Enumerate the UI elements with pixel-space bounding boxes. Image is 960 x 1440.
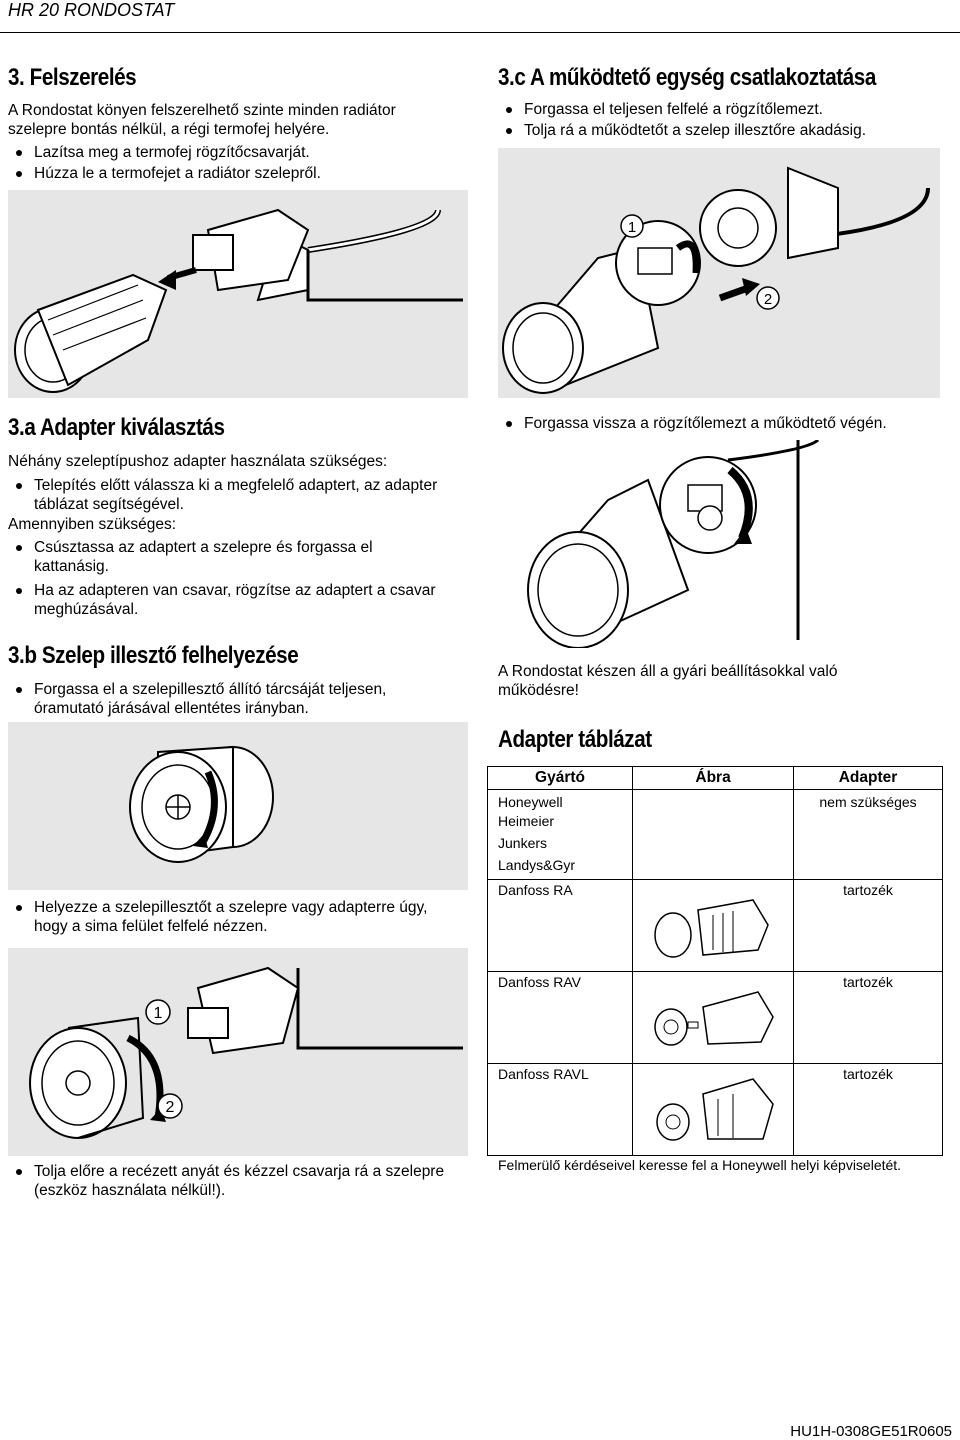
maker-cell: Heimeier	[486, 812, 634, 835]
danfoss-ravl-figure	[656, 1078, 774, 1141]
bullet-item: Húzza le a termofejet a radiátor szelepr…	[8, 164, 448, 183]
callout-1-circle	[620, 214, 644, 238]
section-3a-title: 3.a Adapter kiválasztás	[8, 414, 225, 441]
section-3c-bullets-1: Forgassa el teljesen felfelé a rögzítőle…	[498, 100, 948, 145]
adapter-cell: tartozék	[793, 1063, 943, 1156]
col-header-adapter: Adapter	[793, 766, 943, 790]
section-3a-p1: Néhány szeleptípushoz adapter használata…	[8, 453, 388, 470]
adapter-cell: tartozék	[793, 971, 943, 1064]
bullet-item: Csúsztassa az adaptert a szelepre és for…	[8, 538, 448, 576]
section-3-bullets: Lazítsa meg a termofej rögzítőcsavarját.…	[8, 143, 448, 188]
callout-2-circle	[756, 286, 780, 310]
callout-1-circle	[145, 999, 171, 1025]
maker-cell: Danfoss RAV	[486, 971, 634, 1064]
figure-remove-thermohead	[8, 190, 468, 398]
section-3b-title: 3.b Szelep illesztő felhelyezése	[8, 642, 299, 669]
callout-2-label: 2	[166, 1099, 175, 1116]
figure-attach-actuator: 1 2	[498, 148, 940, 398]
bullet-item: Forgassa vissza a rögzítőlemezt a működt…	[498, 414, 948, 433]
section-3b-bullets-2: Helyezze a szelepillesztőt a szelepre va…	[8, 898, 463, 941]
table-row: Junkers	[486, 834, 943, 857]
section-3b-bullets-3: Tolja előre a recézett anyát és kézzel c…	[8, 1162, 458, 1205]
figure-lock-plate	[498, 440, 940, 648]
table-row: Landys&Gyr	[486, 856, 943, 880]
figure-cell	[632, 789, 795, 813]
bullet-item: Helyezze a szelepillesztőt a szelepre va…	[8, 898, 463, 936]
figure-cell	[632, 834, 795, 857]
figure-valve-adapter-rotate	[8, 722, 468, 890]
adapter-cell: nem szükséges	[793, 789, 943, 813]
bullet-item: Tolja előre a recézett anyát és kézzel c…	[8, 1162, 458, 1200]
table-row: Heimeier	[486, 812, 943, 835]
adapter-cell	[793, 812, 943, 835]
callout-1-label: 1	[154, 1005, 163, 1022]
adapter-cell	[793, 856, 943, 880]
maker-cell: Danfoss RAVL	[486, 1063, 634, 1156]
bullet-item: Ha az adapteren van csavar, rögzítse az …	[8, 581, 448, 619]
section-3c-title: 3.c A működtető egység csatlakoztatása	[498, 64, 876, 91]
section-3a-p2: Amennyiben szükséges:	[8, 516, 177, 533]
figure-cell	[632, 971, 795, 1064]
attach-actuator-illustration: 1 2	[502, 166, 930, 394]
tighten-nut-illustration: 1 2	[29, 966, 463, 1139]
col-header-figure: Ábra	[632, 766, 795, 790]
adapter-table: Gyártó Ábra Adapter Honeywell nem szüksé…	[486, 766, 943, 1156]
maker-cell: Danfoss RA	[486, 879, 634, 972]
figure-tighten-nut: 1 2	[8, 948, 468, 1156]
valve-adapter-illustration	[129, 745, 274, 863]
figure-cell	[632, 1063, 795, 1156]
table-row: Danfoss RAVL tartozék	[486, 1063, 943, 1156]
bullet-item: Telepítés előtt válassza ki a megfelelő …	[8, 476, 448, 514]
thermohead-illustration	[14, 208, 463, 393]
figure-cell	[632, 879, 795, 972]
callout-2-circle	[157, 1093, 183, 1119]
table-row: Honeywell nem szükséges	[486, 789, 943, 813]
adapter-cell: tartozék	[793, 879, 943, 972]
bullet-item: Lazítsa meg a termofej rögzítőcsavarját.	[8, 143, 448, 162]
section-3a-bullets-2: Csúsztassa az adaptert a szelepre és for…	[8, 538, 448, 624]
header-rule	[0, 32, 960, 33]
maker-cell: Landys&Gyr	[486, 856, 634, 880]
contact-note: Felmerülő kérdéseivel keresse fel a Hone…	[498, 1157, 902, 1173]
section-3c-bullets-2: Forgassa vissza a rögzítőlemezt a működt…	[498, 414, 948, 438]
bullet-item: Forgassa el a szelepillesztő állító tárc…	[8, 680, 458, 718]
callout-1-label: 1	[628, 219, 636, 236]
bullet-item: Tolja rá a működtetőt a szelep illesztőr…	[498, 121, 948, 140]
ready-message: A Rondostat készen áll a gyári beállítás…	[498, 663, 838, 699]
section-3-title: 3. Felszerelés	[8, 64, 137, 91]
adapter-cell	[793, 834, 943, 857]
figure-cell	[632, 812, 795, 835]
maker-cell: Honeywell	[486, 789, 634, 813]
maker-cell: Junkers	[486, 834, 634, 857]
document-code: HU1H-0308GE51R0605	[790, 1423, 952, 1440]
table-row: Danfoss RA tartozék	[486, 879, 943, 972]
table-row: Danfoss RAV tartozék	[486, 971, 943, 1064]
bullet-item: Forgassa el teljesen felfelé a rögzítőle…	[498, 100, 948, 119]
danfoss-rav-figure	[654, 991, 774, 1046]
section-3a-bullets-1: Telepítés előtt válassza ki a megfelelő …	[8, 476, 448, 519]
figure-cell	[632, 856, 795, 880]
danfoss-ra-figure	[654, 899, 769, 958]
col-header-maker: Gyártó	[486, 766, 634, 790]
callout-2-label: 2	[764, 291, 772, 308]
section-3b-bullets-1: Forgassa el a szelepillesztő állító tárc…	[8, 680, 458, 723]
lock-plate-illustration	[527, 440, 820, 648]
section-3-intro: A Rondostat könyen felszerelhető szinte …	[8, 102, 396, 138]
table-header-row: Gyártó Ábra Adapter	[486, 766, 943, 790]
adapter-table-title: Adapter táblázat	[498, 726, 652, 753]
document-header: HR 20 RONDOSTAT	[8, 0, 175, 20]
